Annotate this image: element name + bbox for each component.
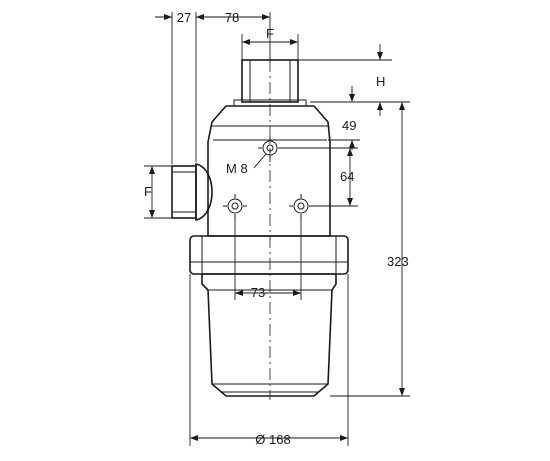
dim-27: 27 <box>155 10 205 164</box>
dim-27-label: 27 <box>177 10 191 25</box>
clamp-ring <box>189 235 349 275</box>
dim-73-label: 73 <box>251 285 265 300</box>
dim-thread-side-label: F <box>144 184 152 199</box>
dim-49: 49 <box>328 86 360 150</box>
dim-323-label: 323 <box>387 254 409 269</box>
dim-78-label: 78 <box>225 10 239 25</box>
dim-64-label: 64 <box>340 169 354 184</box>
dim-thread-top: F <box>241 26 299 60</box>
m8-label: M 8 <box>226 161 248 176</box>
dim-323: 323 <box>314 101 410 397</box>
filter-bowl <box>201 273 337 397</box>
dim-h-label: H <box>376 74 385 89</box>
dim-78: 78 <box>196 10 271 60</box>
dim-64: 64 <box>282 147 358 207</box>
dim-diameter-168: Ø 168 <box>189 274 349 447</box>
dim-thread-top-label: F <box>266 26 274 41</box>
dim-diameter-label: Ø 168 <box>255 432 290 447</box>
m8-callout: M 8 <box>226 153 267 176</box>
dim-thread-side: F <box>144 165 172 219</box>
dim-73: 73 <box>234 214 302 300</box>
side-inlet <box>171 163 213 221</box>
dim-49-label: 49 <box>342 118 356 133</box>
mount-boss-top <box>258 136 282 162</box>
filter-body <box>171 59 349 400</box>
